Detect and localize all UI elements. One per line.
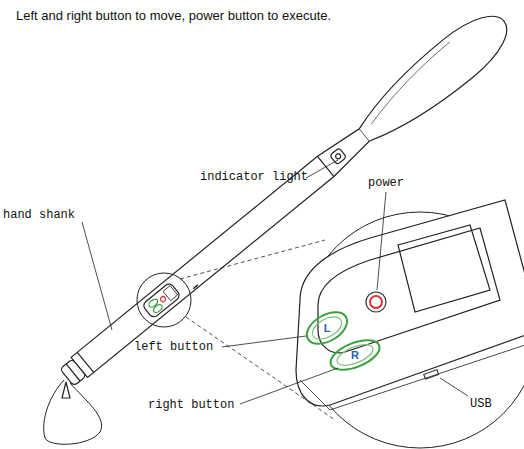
part-label: power — [368, 176, 404, 190]
part-label: left button — [134, 340, 213, 354]
button-letter: L — [324, 322, 331, 334]
part-label: indicator light — [200, 170, 308, 184]
part-label: right button — [148, 398, 234, 412]
part-label: USB — [470, 397, 492, 411]
part-label: hand shank — [3, 208, 75, 222]
diagram-title: Left and right button to move, power but… — [16, 8, 331, 23]
button-letter: R — [351, 349, 359, 361]
